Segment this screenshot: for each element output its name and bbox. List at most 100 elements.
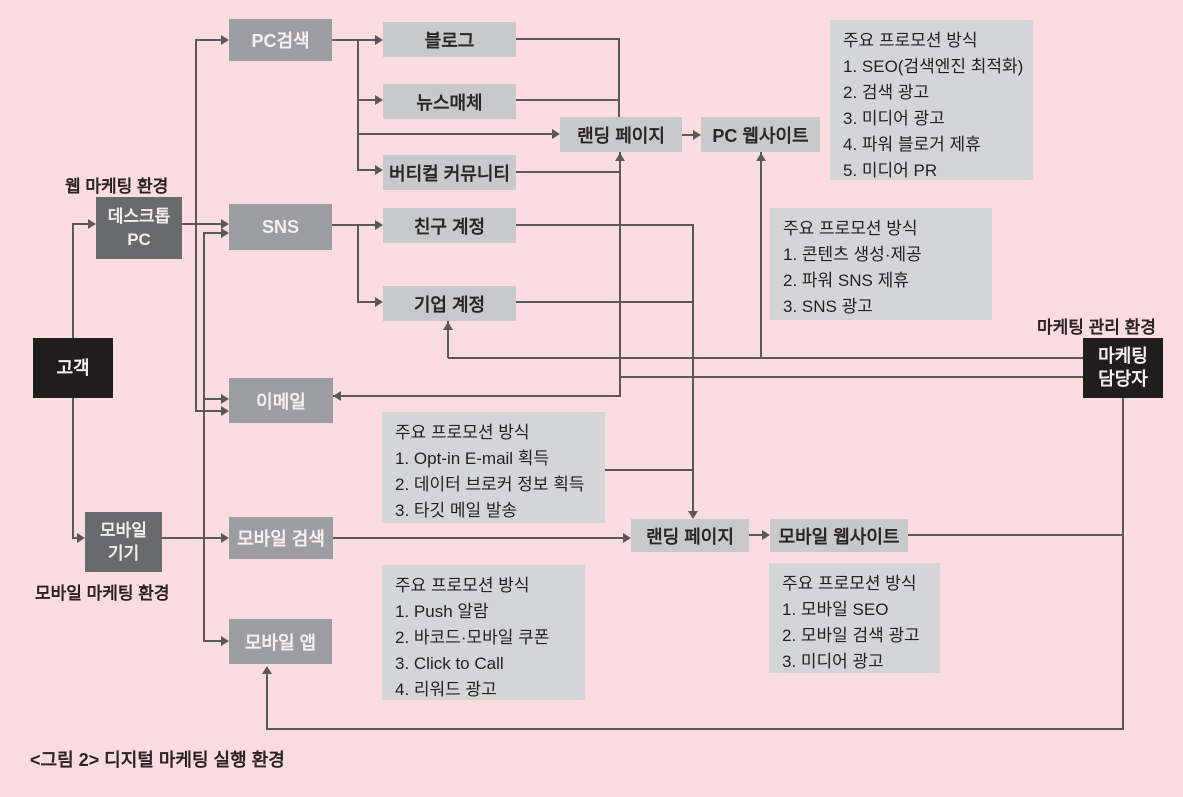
node-mobile-device: 모바일 기기 bbox=[85, 512, 162, 572]
node-sns: SNS bbox=[229, 204, 332, 250]
promo-item: 2. 데이터 브로커 정보 획득 bbox=[395, 475, 585, 494]
connector-landing-pcweb bbox=[682, 134, 697, 136]
arrowhead bbox=[756, 153, 766, 161]
node-landing-page-pc: 랜딩 페이지 bbox=[560, 117, 682, 152]
promo-item: 3. 타깃 메일 발송 bbox=[395, 501, 518, 520]
arrowhead bbox=[221, 406, 229, 416]
node-pc-search: PC검색 bbox=[229, 19, 332, 61]
connector-pcsearch-blog bbox=[332, 39, 379, 41]
label-mobile-marketing-env: 모바일 마케팅 환경 bbox=[35, 584, 170, 603]
arrowhead bbox=[762, 530, 770, 540]
connector-mobile-app-line bbox=[203, 640, 225, 642]
connector-manager-down bbox=[1122, 397, 1124, 730]
promo-item: 1. 콘텐츠 생성·제공 bbox=[783, 245, 922, 264]
arrowhead bbox=[333, 391, 341, 401]
node-marketing-manager: 마케팅 담당자 bbox=[1083, 338, 1163, 398]
promo-item: 3. 미디어 광고 bbox=[782, 652, 884, 671]
connector-pcsearch-landing bbox=[357, 133, 556, 135]
connector-pcsearch-vertical bbox=[357, 169, 379, 171]
node-corporate-account: 기업 계정 bbox=[383, 286, 516, 321]
label-marketing-management-env: 마케팅 관리 환경 bbox=[1037, 318, 1156, 337]
arrowhead bbox=[77, 533, 85, 543]
node-mobile-search: 모바일 검색 bbox=[229, 517, 333, 559]
connector-mobile-sns bbox=[203, 232, 225, 234]
connector-mobile-search-line bbox=[162, 537, 225, 539]
promo-item: 3. SNS 광고 bbox=[783, 297, 873, 316]
promo-item: 2. 파워 SNS 제휴 bbox=[783, 271, 909, 290]
promo-title: 주요 프로모션 방식 bbox=[783, 219, 918, 238]
connector-blog-out bbox=[516, 38, 620, 40]
connector-bottom-return bbox=[266, 728, 1124, 730]
arrowhead bbox=[375, 297, 383, 307]
connector-customer-down bbox=[72, 397, 74, 539]
arrowhead bbox=[375, 165, 383, 175]
connector-friend-out bbox=[516, 224, 693, 226]
connector-sns-friend bbox=[332, 224, 379, 226]
connector-manager-line1 bbox=[448, 357, 1083, 359]
arrowhead bbox=[443, 322, 453, 330]
promo-box-pc-search: 주요 프로모션 방식 1. SEO(검색엔진 최적화) 2. 검색 광고 3. … bbox=[830, 20, 1033, 180]
connector-news-out bbox=[516, 99, 619, 101]
promo-item: 5. 미디어 PR bbox=[843, 161, 938, 180]
arrowhead bbox=[221, 533, 229, 543]
connector-pcsearch-dropper bbox=[357, 39, 359, 171]
node-desktop-pc: 데스크톱 PC bbox=[96, 197, 182, 259]
promo-item: 1. Opt-in E-mail 획득 bbox=[395, 449, 550, 468]
promo-item: 1. Push 알람 bbox=[395, 602, 489, 621]
arrowhead bbox=[221, 636, 229, 646]
connector-customer-up bbox=[72, 223, 74, 339]
arrowhead bbox=[221, 219, 229, 229]
arrowhead bbox=[88, 219, 96, 229]
arrowhead bbox=[623, 533, 631, 543]
promo-box-sns: 주요 프로모션 방식 1. 콘텐츠 생성·제공 2. 파워 SNS 제휴 3. … bbox=[770, 208, 992, 320]
arrowhead bbox=[615, 153, 625, 161]
node-friend-account: 친구 계정 bbox=[383, 208, 516, 243]
node-mobile-website: 모바일 웹사이트 bbox=[770, 519, 908, 552]
node-vertical-community: 버티컬 커뮤니티 bbox=[383, 155, 516, 190]
promo-title: 주요 프로모션 방식 bbox=[782, 574, 917, 593]
connector-desktop-email bbox=[195, 410, 225, 412]
promo-box-mobile-web: 주요 프로모션 방식 1. 모바일 SEO 2. 모바일 검색 광고 3. 미디… bbox=[769, 563, 940, 673]
promo-item: 4. 파워 블로거 제휴 bbox=[843, 135, 981, 154]
promo-item: 1. 모바일 SEO bbox=[782, 600, 889, 619]
connector-corporate-out bbox=[516, 301, 693, 303]
connector-vertical-out bbox=[516, 171, 620, 173]
arrowhead bbox=[375, 95, 383, 105]
arrowhead bbox=[221, 394, 229, 404]
connector-desktop-riser bbox=[195, 39, 197, 412]
connector-mobile-riser bbox=[203, 232, 205, 642]
figure-caption: <그림 2> 디지털 마케팅 실행 환경 bbox=[30, 750, 285, 770]
promo-box-mobile-app: 주요 프로모션 방식 1. Push 알람 2. 바코드·모바일 쿠폰 3. C… bbox=[382, 565, 585, 700]
connector-landing-email-spine bbox=[619, 152, 621, 397]
connector-pcsearch-news bbox=[357, 99, 379, 101]
arrowhead bbox=[221, 228, 229, 238]
connector-landing2-mweb bbox=[749, 534, 766, 536]
connector-mobile-app-in bbox=[266, 668, 268, 730]
promo-box-email: 주요 프로모션 방식 1. Opt-in E-mail 획득 2. 데이터 브로… bbox=[382, 412, 605, 523]
connector-corporate-in bbox=[447, 321, 449, 358]
connector-mobile-email bbox=[203, 398, 225, 400]
promo-item: 3. Click to Call bbox=[395, 654, 504, 673]
arrowhead bbox=[375, 220, 383, 230]
node-landing-page-mobile: 랜딩 페이지 bbox=[631, 519, 749, 552]
connector-desktop-sns bbox=[182, 223, 225, 225]
connector-customer-desktop bbox=[72, 223, 92, 225]
promo-item: 3. 미디어 광고 bbox=[843, 109, 945, 128]
promo-item: 2. 모바일 검색 광고 bbox=[782, 626, 920, 645]
arrowhead bbox=[375, 35, 383, 45]
arrowhead bbox=[262, 666, 272, 674]
connector-sns-dropper bbox=[357, 224, 359, 303]
node-pc-website: PC 웹사이트 bbox=[701, 117, 820, 152]
arrowhead bbox=[552, 129, 560, 139]
connector-mweb-out bbox=[908, 534, 1124, 536]
arrowhead bbox=[688, 511, 698, 519]
promo-item: 2. 바코드·모바일 쿠폰 bbox=[395, 628, 550, 647]
connector-email-promo bbox=[605, 469, 693, 471]
connector-manager-line2 bbox=[620, 376, 1083, 378]
connector-to-email-right bbox=[333, 395, 620, 397]
node-email: 이메일 bbox=[229, 378, 333, 423]
promo-item: 4. 리워드 광고 bbox=[395, 680, 497, 699]
promo-title: 주요 프로모션 방식 bbox=[395, 423, 530, 442]
node-blog: 블로그 bbox=[383, 22, 516, 57]
